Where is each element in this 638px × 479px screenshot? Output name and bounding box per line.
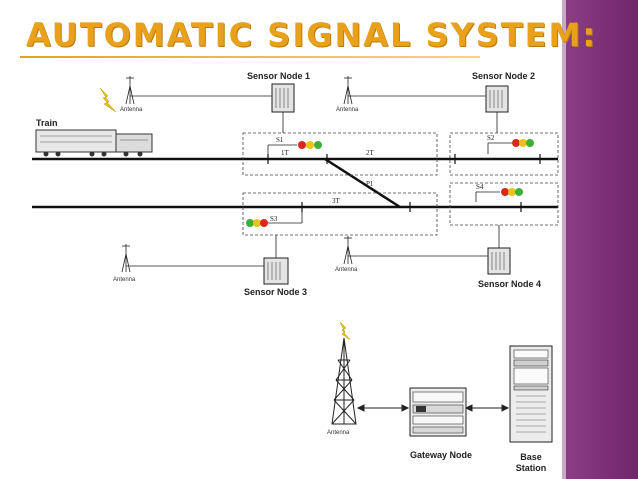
tower-antenna-label: Antenna	[327, 430, 350, 436]
signal-s3	[246, 212, 303, 227]
antenna-icon-2	[343, 76, 488, 105]
sensor-node-3	[263, 235, 289, 285]
switch-point-p1: P1	[366, 180, 374, 188]
sensor-node-2-label: Sensor Node 2	[472, 71, 535, 81]
wireless-bolt-icon	[99, 87, 117, 113]
signal-s4	[475, 188, 523, 202]
base-station-label-line1: Base	[520, 452, 542, 462]
antenna-icon-4	[343, 236, 488, 265]
sidebar-edge	[562, 0, 566, 479]
antenna-icon-3	[121, 244, 264, 273]
tower-antenna-icon	[331, 337, 357, 425]
sensor-node-1-label: Sensor Node 1	[247, 71, 310, 81]
gateway-node	[409, 387, 467, 437]
signal-label-s2: S2	[487, 134, 495, 142]
link-arrows	[356, 404, 510, 412]
base-station-label-line2: Station	[516, 463, 547, 473]
sensor-node-3-label: Sensor Node 3	[244, 287, 307, 297]
antenna-icon-1	[125, 76, 276, 105]
signal-s2	[487, 139, 534, 154]
antenna-label-4: Antenna	[335, 267, 358, 273]
track-joints	[267, 154, 541, 212]
antenna-label-3: Antenna	[113, 277, 136, 283]
track-section-2t: 2T	[366, 149, 375, 157]
sensor-node-1	[271, 83, 295, 133]
sensor-node-4	[487, 225, 511, 275]
decorative-sidebar	[566, 0, 638, 479]
track-section-3t: 3T	[332, 197, 341, 205]
base-station-server	[509, 345, 553, 443]
tower-signal-icon	[339, 321, 351, 341]
slide-title: AUTOMATIC SIGNAL SYSTEM:	[19, 16, 598, 58]
sensor-node-4-label: Sensor Node 4	[478, 279, 541, 289]
signal-system-diagram: Train Antenna Antenna Antenna	[32, 71, 559, 473]
track-switch	[324, 157, 401, 209]
signal-label-s4: S4	[476, 183, 484, 191]
sensor-node-2	[485, 85, 509, 133]
signal-zones	[242, 132, 559, 236]
signal-label-s1: S1	[276, 136, 284, 144]
signal-label-s3: S3	[270, 215, 278, 223]
signal-s1	[267, 141, 322, 154]
track-section-1t: 1T	[281, 149, 290, 157]
train-label: Train	[36, 118, 58, 128]
gateway-node-label: Gateway Node	[410, 450, 472, 460]
antenna-label-2: Antenna	[336, 107, 359, 113]
antenna-label-1: Antenna	[120, 107, 143, 113]
train	[35, 129, 153, 157]
